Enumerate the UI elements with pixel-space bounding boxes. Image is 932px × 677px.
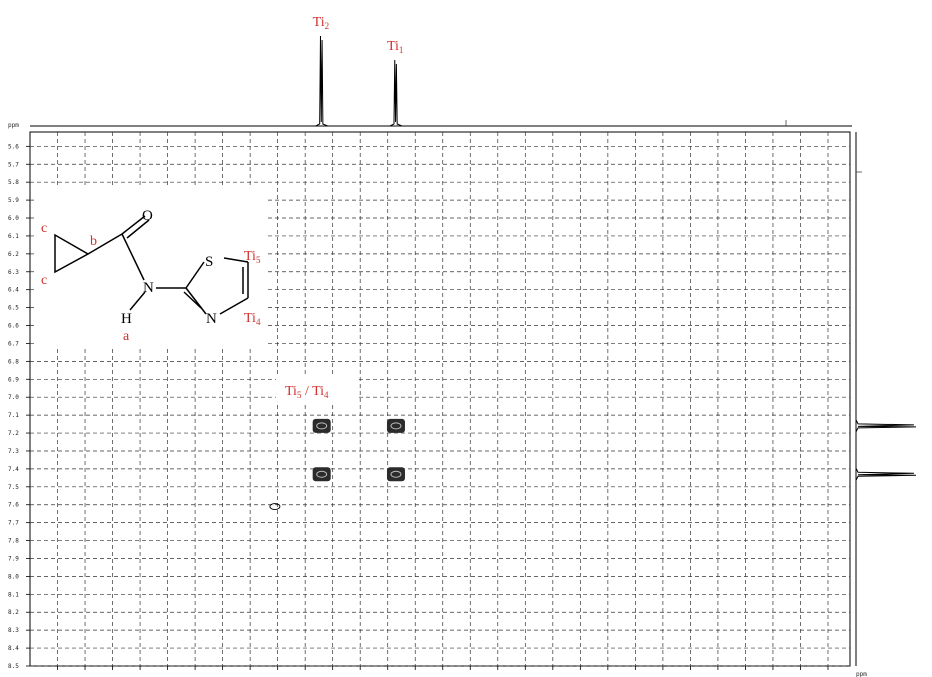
y-tick-label: 8.3 (8, 627, 19, 634)
top-projection-peak (315, 35, 328, 127)
y-tick-label: 8.4 (8, 645, 19, 652)
top-peak-label: Ti2 (313, 15, 329, 31)
label-ti4: Ti4 (244, 311, 261, 327)
y-tick-label: 7.9 (8, 555, 19, 562)
top-peak-label: Ti1 (387, 39, 403, 55)
grid-lines (30, 132, 850, 667)
y-tick-label: 8.5 (8, 663, 19, 670)
ppm-axis-label: ppm (8, 122, 19, 129)
side-projection-peak (855, 468, 917, 481)
cross-peak (312, 467, 331, 482)
y-tick-label: 5.8 (8, 179, 19, 186)
y-tick-label: 8.1 (8, 591, 19, 598)
y-tick-label: 7.0 (8, 394, 19, 401)
y-tick-label: 6.7 (8, 340, 19, 347)
y-tick-label: 5.6 (8, 143, 19, 150)
label-c-top: c (41, 221, 47, 236)
label-a: a (123, 329, 130, 344)
y-tick-label: 7.3 (8, 448, 19, 455)
y-tick-label: 6.2 (8, 251, 19, 258)
y-tick-label: 6.8 (8, 358, 19, 365)
atom-nitrogen-ring: N (206, 311, 217, 327)
y-tick-label: 6.4 (8, 287, 19, 294)
cross-peak-contour (316, 470, 328, 478)
molecule-structure (54, 215, 249, 315)
top-projection-peak (389, 59, 403, 127)
y-tick-label: 7.4 (8, 466, 19, 473)
y-tick-label: 7.1 (8, 412, 19, 419)
cross-peak (386, 467, 405, 482)
y-tick-label: 7.6 (8, 502, 19, 509)
y-tick-label: 6.6 (8, 323, 19, 330)
y-tick-label: 6.3 (8, 269, 19, 276)
label-ti5: Ti5 (244, 249, 261, 265)
y-tick-label: 6.5 (8, 305, 19, 312)
y-tick-label: 7.8 (8, 538, 19, 545)
cross-peak-contour (390, 422, 402, 430)
y-tick-label: 8.2 (8, 609, 19, 616)
minor-peak (269, 503, 281, 510)
y-tick-label: 5.9 (8, 197, 19, 204)
annotation-ti5-ti4: Ti5 / Ti4 (285, 384, 329, 400)
y-tick-label: 7.5 (8, 484, 19, 491)
y-tick-label: 8.0 (8, 573, 19, 580)
bottom-ppm-label: ppm (856, 671, 867, 677)
cross-peak-contour (316, 422, 328, 430)
y-tick-label: 7.7 (8, 520, 19, 527)
atom-oxygen: O (142, 208, 153, 224)
y-tick-label: 6.0 (8, 215, 19, 222)
atom-nitrogen-amide: N (143, 280, 154, 296)
atom-hydrogen: H (121, 311, 132, 327)
cross-peak (386, 418, 405, 433)
atom-sulfur: S (205, 254, 213, 270)
side-projection-peak (855, 419, 917, 433)
label-b: b (90, 234, 97, 249)
y-tick-label: 7.2 (8, 430, 19, 437)
y-tick-label: 6.9 (8, 376, 19, 383)
cross-peak (312, 418, 331, 433)
y-tick-label: 5.7 (8, 161, 19, 168)
label-c-bottom: c (41, 273, 47, 288)
y-tick-label: 6.1 (8, 233, 19, 240)
molecule-panel (34, 188, 268, 346)
annotation-box (276, 375, 358, 403)
cross-peak-contour (390, 470, 402, 478)
